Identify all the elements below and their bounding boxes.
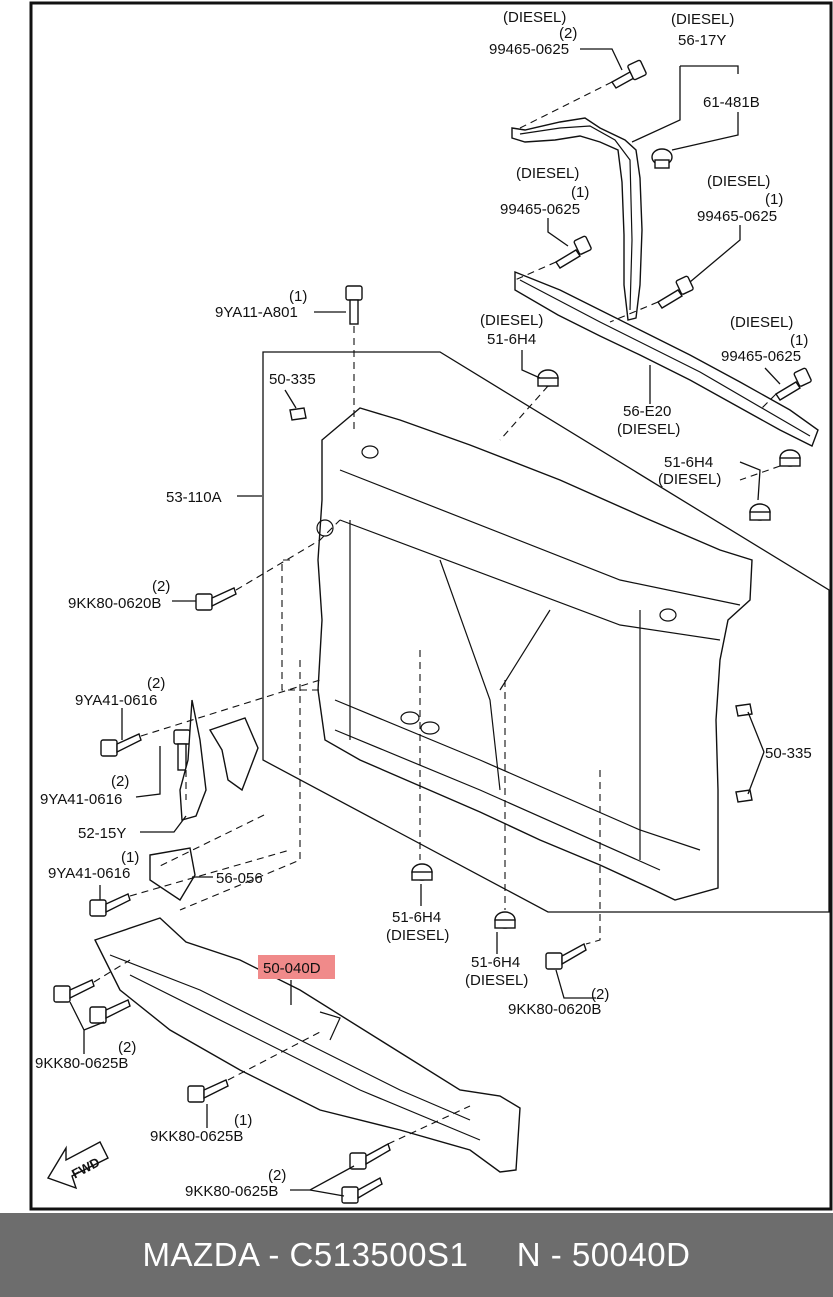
label-part-number: 56-056 bbox=[216, 870, 263, 887]
label-qty: (2) bbox=[559, 25, 577, 42]
label-diesel: (DIESEL) bbox=[386, 927, 449, 944]
label-part-number: 9YA41-0616 bbox=[40, 791, 122, 808]
label-qty: (1) bbox=[234, 1112, 252, 1129]
label-part-number: 51-6H4 bbox=[487, 331, 536, 348]
label-part-number: 9YA11-A801 bbox=[215, 304, 298, 321]
fwd-arrow-icon bbox=[46, 1141, 109, 1190]
radiator-support-frame bbox=[262, 351, 830, 913]
diesel-bracket-56-17Y bbox=[511, 117, 643, 321]
label-diesel: (DIESEL) bbox=[480, 312, 543, 329]
footer-bar: MAZDA - C513500S1 N - 50040D bbox=[0, 1213, 833, 1297]
label-part-number: 9KK80-0620B bbox=[68, 595, 161, 612]
highlight-box bbox=[258, 955, 335, 979]
label-part-number: 52-15Y bbox=[78, 825, 126, 842]
diagram-border bbox=[29, 1, 833, 1211]
parts-diagram: (DIESEL) (2) 99465-0625 (DIESEL) 56-17Y … bbox=[29, 1, 833, 1211]
label-part-number: 9YA41-0616 bbox=[75, 692, 157, 709]
leader-lines bbox=[69, 48, 781, 1197]
label-part-number: 61-481B bbox=[703, 94, 760, 111]
label-qty: (2) bbox=[147, 675, 165, 692]
label-part-number: 9KK80-0625B bbox=[35, 1055, 128, 1072]
label-part-number: 99465-0625 bbox=[697, 208, 777, 225]
label-part-number: 51-6H4 bbox=[471, 954, 520, 971]
label-part-number: 99465-0625 bbox=[500, 201, 580, 218]
part-labels: (DIESEL) (2) 99465-0625 (DIESEL) 56-17Y … bbox=[35, 9, 812, 1200]
label-part-number: 9KK80-0625B bbox=[185, 1183, 278, 1200]
label-diesel: (DIESEL) bbox=[658, 471, 721, 488]
label-part-number: 51-6H4 bbox=[664, 454, 713, 471]
air-deflector-56-056 bbox=[149, 847, 196, 901]
label-part-number: 99465-0625 bbox=[489, 41, 569, 58]
label-diesel: (DIESEL) bbox=[617, 421, 680, 438]
label-highlight-part[interactable]: 50-040D bbox=[263, 960, 321, 977]
label-diesel: (DIESEL) bbox=[730, 314, 793, 331]
label-part-number: 50-335 bbox=[765, 745, 812, 762]
label-part-number: 56-17Y bbox=[678, 32, 726, 49]
label-qty: (2) bbox=[591, 986, 609, 1003]
label-qty: (2) bbox=[268, 1167, 286, 1184]
label-qty: (2) bbox=[118, 1039, 136, 1056]
engine-undercover-50-040D bbox=[94, 917, 521, 1173]
label-qty: (2) bbox=[152, 578, 170, 595]
label-diesel: (DIESEL) bbox=[516, 165, 579, 182]
label-part-number: 9KK80-0625B bbox=[150, 1128, 243, 1145]
label-qty: (2) bbox=[111, 773, 129, 790]
label-diesel: (DIESEL) bbox=[503, 9, 566, 26]
label-part-number: 50-335 bbox=[269, 371, 316, 388]
label-qty: (1) bbox=[790, 332, 808, 349]
footer-part-info: MAZDA - C513500S1 N - 50040D bbox=[142, 1236, 691, 1273]
label-part-number: 53-110A bbox=[166, 489, 222, 506]
label-part-number: 99465-0625 bbox=[721, 348, 801, 365]
bolt-icon bbox=[53, 59, 812, 1204]
label-qty: (1) bbox=[121, 849, 139, 866]
label-qty: (1) bbox=[289, 288, 307, 305]
label-qty: (1) bbox=[765, 191, 783, 208]
label-part-number: 9KK80-0620B bbox=[508, 1001, 601, 1018]
label-part-number: 9YA41-0616 bbox=[48, 865, 130, 882]
clip-61-481B bbox=[651, 148, 673, 169]
label-diesel: (DIESEL) bbox=[707, 173, 770, 190]
label-part-number: 51-6H4 bbox=[392, 909, 441, 926]
nut-icon bbox=[411, 369, 801, 929]
seal-56-E20 bbox=[514, 270, 819, 447]
hood-latch-52-15Y bbox=[179, 699, 259, 821]
dashed-alignment-lines bbox=[93, 81, 781, 1145]
label-diesel: (DIESEL) bbox=[465, 972, 528, 989]
label-part-number: 56-E20 bbox=[623, 403, 671, 420]
label-qty: (1) bbox=[571, 184, 589, 201]
label-diesel: (DIESEL) bbox=[671, 11, 734, 28]
